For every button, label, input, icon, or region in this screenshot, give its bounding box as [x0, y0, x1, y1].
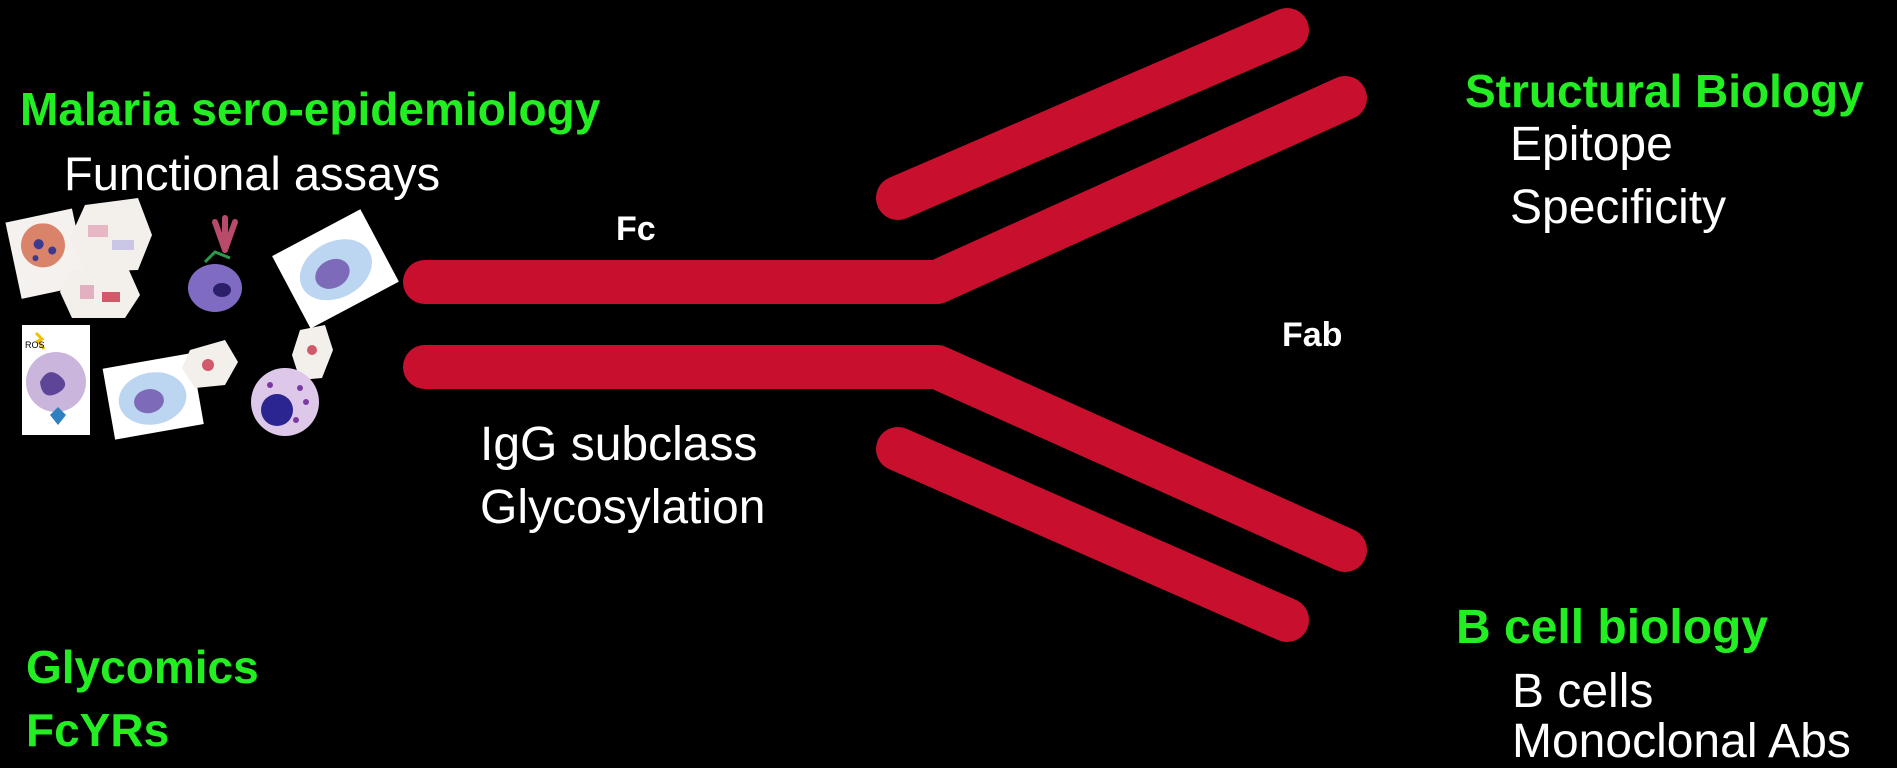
fc-upper-chain — [403, 76, 1367, 304]
macrophage-image — [272, 209, 399, 329]
fc-label: Fc — [616, 210, 656, 248]
malaria-heading: Malaria sero-epidemiology — [20, 83, 601, 135]
ros-label: ROS — [25, 340, 45, 350]
glycosylation-text: Glycosylation — [480, 481, 766, 534]
assay-figure-image — [60, 268, 140, 318]
b-cell-biology-heading: B cell biology — [1456, 601, 1769, 654]
functional-assays-text: Functional assays — [64, 147, 441, 200]
fab-label: Fab — [1282, 316, 1343, 354]
macrophage-image — [102, 353, 204, 440]
fcyrs-heading: FcYRs — [26, 704, 170, 756]
light-chain-upper — [876, 8, 1309, 220]
neutrophil-image: ROS — [22, 325, 90, 435]
antibody-cell-icon — [188, 215, 242, 312]
igg-subclass-text: IgG subclass — [480, 418, 758, 471]
assay-figure-image — [70, 198, 152, 272]
fc-lower-chain — [403, 345, 1367, 572]
structural-biology-heading: Structural Biology — [1465, 65, 1864, 117]
monoclonal-abs-text: Monoclonal Abs — [1512, 715, 1851, 768]
glycomics-heading: Glycomics — [26, 641, 259, 693]
epitope-text: Epitope — [1510, 118, 1673, 171]
granulocyte-image — [251, 368, 319, 436]
specificity-text: Specificity — [1510, 181, 1727, 234]
b-cells-text: B cells — [1512, 665, 1654, 718]
light-chain-lower — [876, 427, 1309, 642]
